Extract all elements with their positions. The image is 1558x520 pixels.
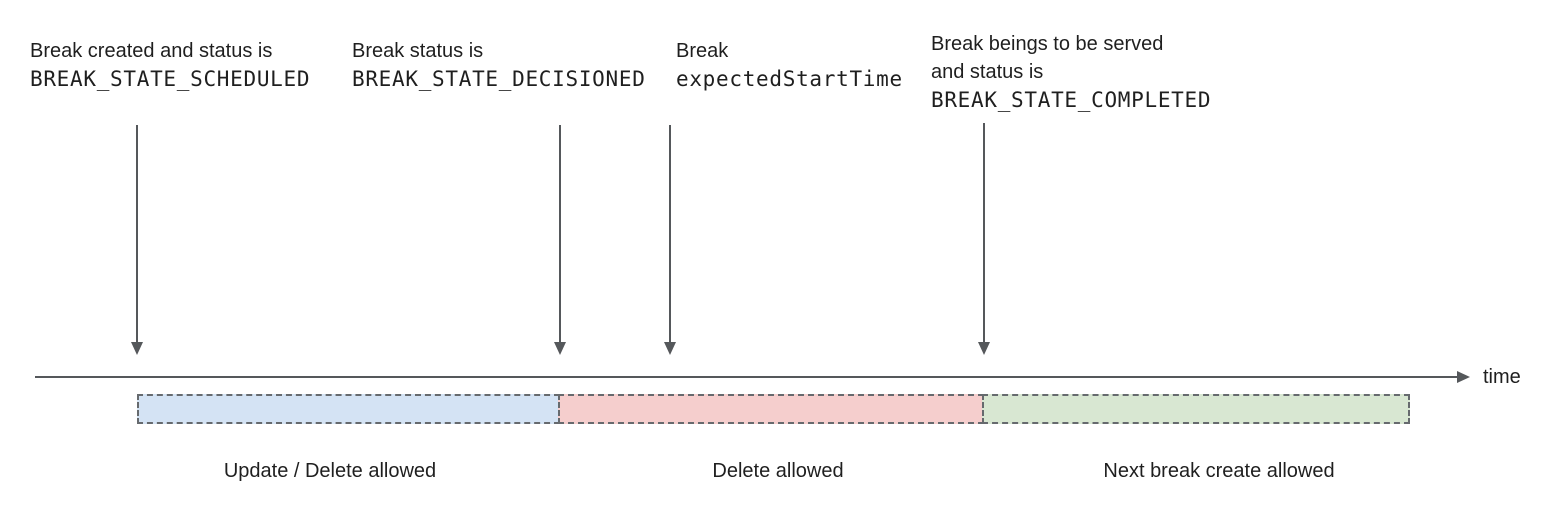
down-arrow-scheduled bbox=[130, 125, 144, 355]
time-axis-arrowhead-icon bbox=[1457, 371, 1470, 383]
annotation-code: BREAK_STATE_SCHEDULED bbox=[30, 67, 311, 91]
annotation-text: Break created and status is bbox=[30, 40, 273, 62]
segment-next-break-create-allowed bbox=[982, 394, 1410, 424]
annotation-expected-start-time: Break expectedStartTime bbox=[676, 37, 903, 93]
annotation-break-scheduled: Break created and status is BREAK_STATE_… bbox=[30, 37, 310, 93]
arrowhead-down-icon bbox=[131, 342, 143, 355]
annotation-text: Break bbox=[676, 40, 729, 62]
time-axis-line bbox=[35, 376, 1458, 378]
annotation-break-completed: Break beings to be served and status is … bbox=[931, 30, 1211, 114]
annotation-text: Break status is bbox=[352, 40, 484, 62]
down-arrow-expected-start bbox=[663, 125, 677, 355]
arrow-shaft bbox=[983, 123, 985, 343]
annotation-code: BREAK_STATE_COMPLETED bbox=[931, 88, 1212, 112]
arrowhead-down-icon bbox=[554, 342, 566, 355]
arrowhead-down-icon bbox=[664, 342, 676, 355]
segment-update-delete-allowed bbox=[137, 394, 560, 424]
annotation-code: BREAK_STATE_DECISIONED bbox=[352, 67, 646, 91]
arrow-shaft bbox=[669, 125, 671, 343]
arrow-shaft bbox=[559, 125, 561, 343]
annotation-text: and status is bbox=[931, 61, 1044, 83]
arrowhead-down-icon bbox=[978, 342, 990, 355]
segment-label-update-delete-allowed: Update / Delete allowed bbox=[223, 460, 437, 482]
segment-label-delete-allowed: Delete allowed bbox=[712, 460, 844, 482]
segment-label-next-break-create-allowed: Next break create allowed bbox=[1103, 460, 1335, 482]
down-arrow-completed bbox=[977, 123, 991, 355]
time-axis-label: time bbox=[1483, 366, 1521, 388]
annotation-text: Break beings to be served bbox=[931, 33, 1164, 55]
annotation-code: expectedStartTime bbox=[676, 67, 903, 91]
annotation-break-decisioned: Break status is BREAK_STATE_DECISIONED bbox=[352, 37, 646, 93]
arrow-shaft bbox=[136, 125, 138, 343]
segment-delete-allowed bbox=[558, 394, 984, 424]
down-arrow-decisioned bbox=[553, 125, 567, 355]
phase-bars bbox=[137, 394, 1410, 424]
